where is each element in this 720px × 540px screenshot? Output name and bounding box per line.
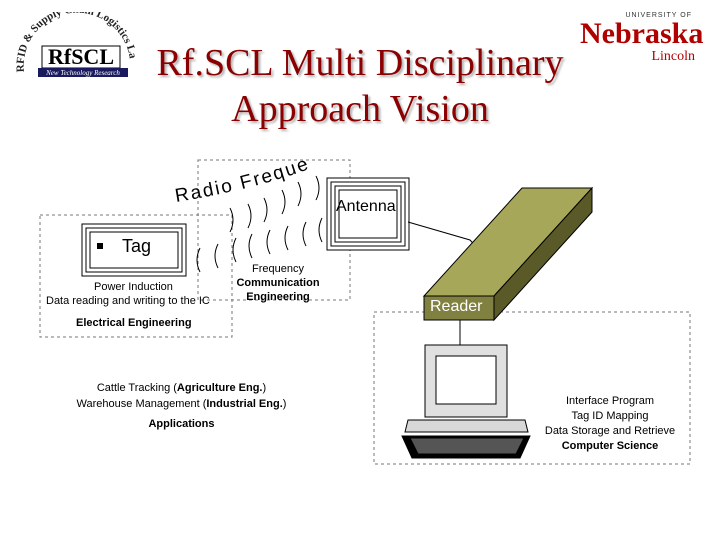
title-line-1: Rf.SCL Multi Disciplinary (156, 42, 564, 84)
tag-chip (97, 243, 103, 249)
freq-line-2: Communication (236, 277, 320, 289)
app-line-1-pre: Cattle Tracking ( (96, 382, 177, 394)
cs-line-3: Data Storage and Retrieve (544, 425, 676, 437)
cs-line-1: Interface Program (565, 395, 655, 407)
computer-icon (401, 344, 531, 459)
radio-frequency-label: Radio Frequency (166, 134, 311, 207)
reader-cable (459, 320, 500, 346)
data-rw-label: Data reading and writing to the IC (46, 295, 210, 307)
app-line-2: Warehouse Management (Industrial Eng.) (54, 396, 309, 412)
university-top-text: UNIVERSITY OF (625, 12, 692, 19)
frequency-comm-label: Frequency Communication Engineering (228, 262, 328, 304)
antenna-label: Antenna (336, 198, 396, 215)
app-line-1-post: ) (262, 382, 267, 394)
computer-science-text: Interface Program Tag ID Mapping Data St… (536, 394, 684, 454)
app-line-2-pre: Warehouse Management ( (76, 398, 207, 410)
university-campus: Lincoln (651, 49, 695, 64)
electrical-engineering-label: Electrical Engineering (76, 317, 192, 329)
cs-line-4: Computer Science (561, 440, 659, 452)
computer-box (373, 311, 691, 465)
university-name: Nebraska (580, 17, 704, 50)
app-line-1: Cattle Tracking (Agriculture Eng.) (54, 380, 309, 396)
rfscl-logo: RFID & Supply Chain Logistics Lab RfSCL … (9, 3, 139, 82)
radio-waves (196, 175, 323, 273)
rfscl-logo-graphic: RFID & Supply Chain Logistics Lab RfSCL … (9, 3, 139, 77)
tag-label: Tag (122, 236, 152, 256)
svg-text:Radio Frequency: Radio Frequency (172, 150, 313, 207)
electrical-box (39, 214, 233, 338)
reader-device (422, 186, 594, 322)
logo-name: RfSCL (48, 44, 114, 69)
freq-line-1: Frequency (252, 263, 304, 275)
reader-label: Reader (430, 298, 483, 315)
logo-tagline: New Technology Research (45, 69, 120, 77)
slide-title: Rf.SCL Multi Disciplinary Approach Visio… (0, 40, 720, 132)
power-induction-label: Power Induction (94, 281, 173, 293)
title-line-2: Approach Vision (231, 88, 489, 130)
app-line-3: Applications (148, 418, 215, 430)
app-line-2-bold: Industrial Eng. (206, 398, 283, 410)
tag-coil (81, 223, 187, 277)
cs-line-2: Tag ID Mapping (571, 410, 649, 422)
app-line-2-post: ) (282, 398, 287, 410)
applications-text: Cattle Tracking (Agriculture Eng.) Wareh… (54, 380, 309, 432)
university-logo: UNIVERSITY OF Nebraska Lincoln (580, 12, 704, 72)
antenna-coil (326, 177, 410, 251)
app-line-1-bold: Agriculture Eng. (176, 382, 263, 394)
freq-line-3: Engineering (246, 291, 310, 303)
